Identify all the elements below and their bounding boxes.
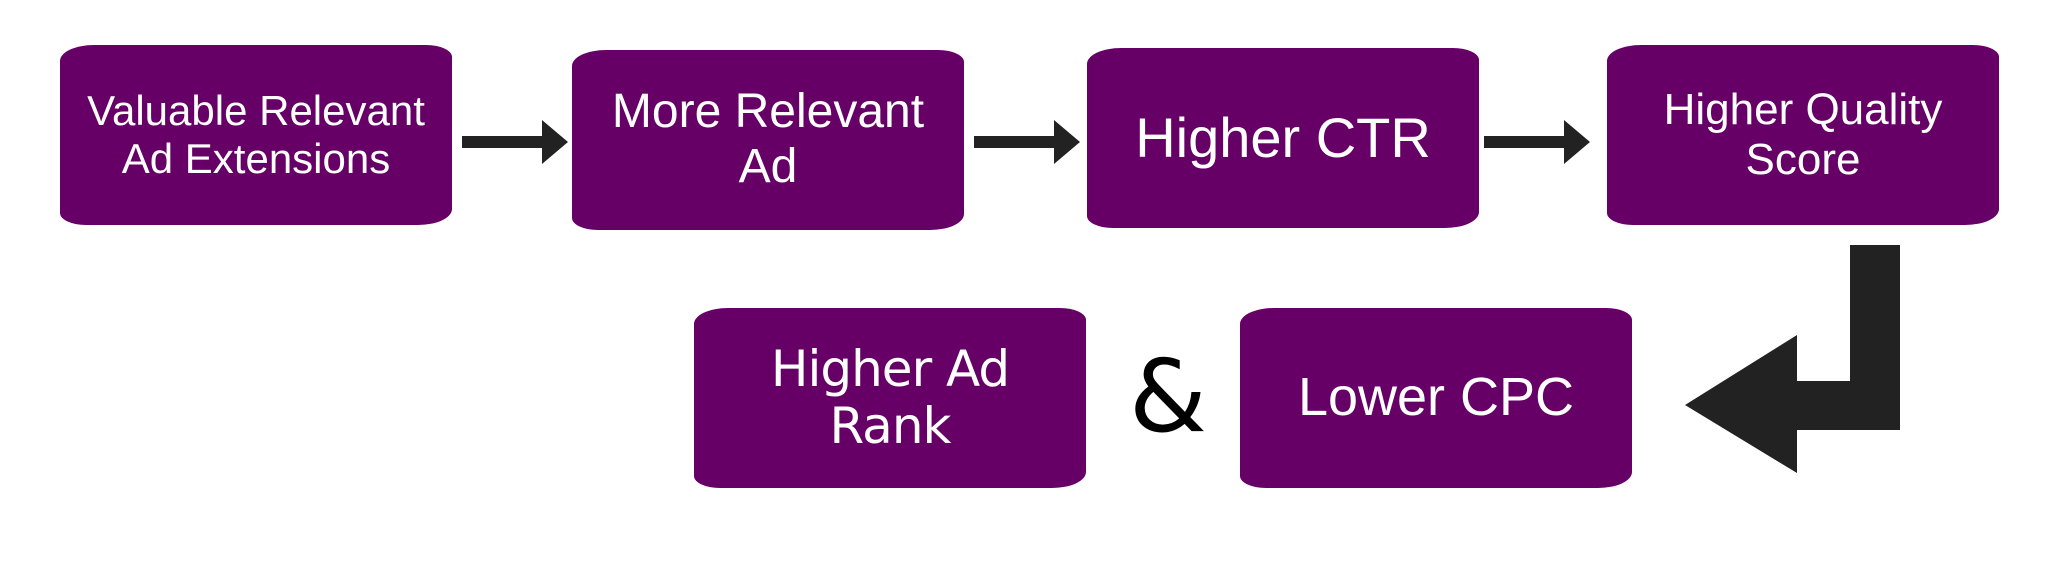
arrow-down-left-icon bbox=[1685, 245, 1900, 473]
step-label-line: Higher Quality bbox=[1663, 84, 1943, 134]
step-label: Lower CPC bbox=[1297, 367, 1575, 428]
step-higher-ad-rank: Higher Ad Rank bbox=[694, 308, 1086, 488]
step-label: Higher CTR bbox=[1135, 106, 1431, 170]
step-higher-ctr: Higher CTR bbox=[1087, 48, 1479, 228]
step-label-line: Score bbox=[1745, 135, 1861, 184]
step-label-line: More Relevant bbox=[611, 85, 925, 139]
arrow-right-icon bbox=[1484, 120, 1590, 164]
step-label: Higher Ad Rank bbox=[770, 340, 1010, 455]
step-valuable-relevant-ad-extensions: Valuable Relevant Ad Extensions bbox=[60, 45, 452, 225]
step-label-line: Ad Extensions bbox=[121, 135, 391, 182]
arrow-right-icon bbox=[974, 120, 1080, 164]
step-label-line: Valuable Relevant bbox=[87, 87, 425, 135]
ampersand-connector: & bbox=[1129, 338, 1207, 455]
step-label-line: Ad bbox=[738, 140, 798, 193]
arrow-right-icon bbox=[462, 120, 568, 164]
step-higher-quality-score: Higher Quality Score bbox=[1607, 45, 1999, 225]
step-lower-cpc: Lower CPC bbox=[1240, 308, 1632, 488]
step-more-relevant-ad: More Relevant Ad bbox=[572, 50, 964, 230]
